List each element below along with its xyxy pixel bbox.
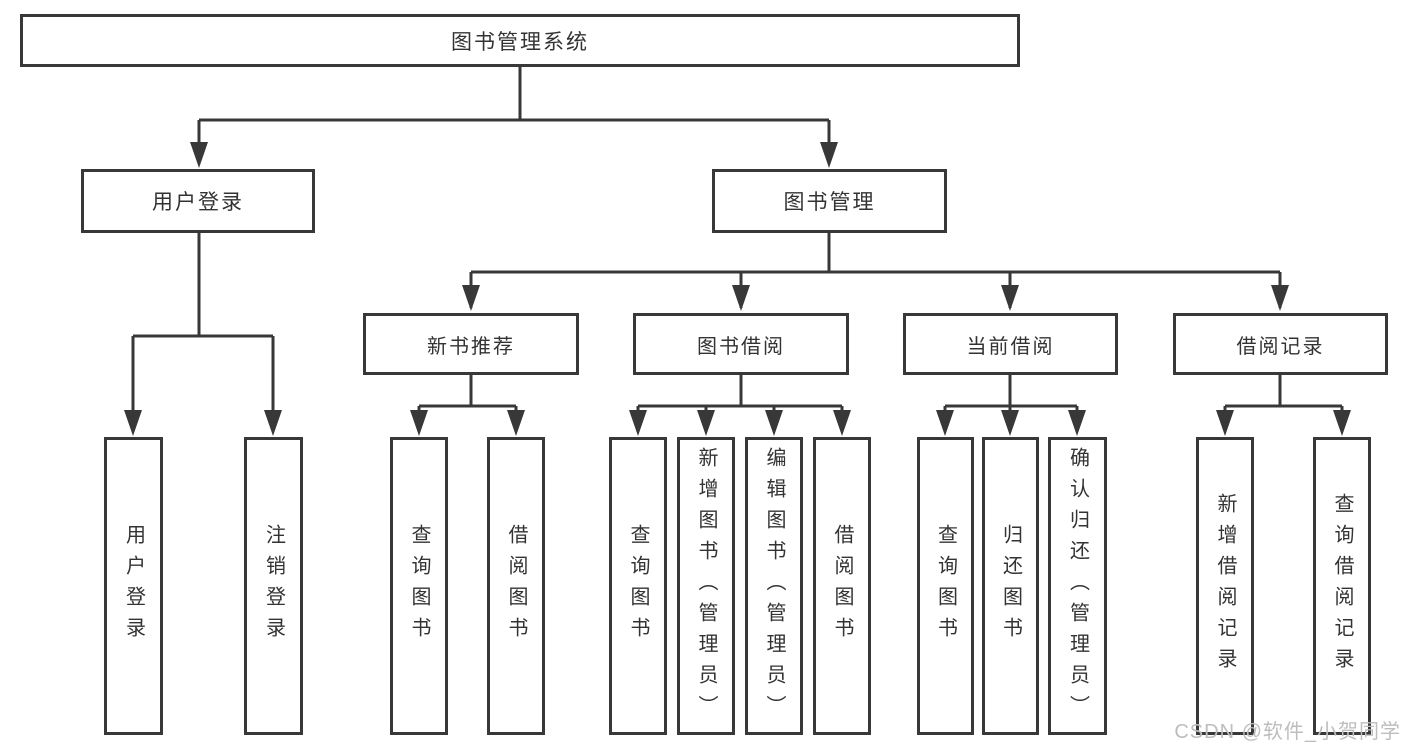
node-book-borrowing: 图书借阅: [633, 313, 849, 375]
node-library-management-system: 图书管理系统: [20, 14, 1020, 67]
node-label: 新书推荐: [427, 335, 515, 358]
node-user-login: 用户登录: [81, 169, 315, 233]
leaf-logout: 注销登录: [244, 437, 303, 735]
node-label: 图书管理系统: [451, 30, 589, 54]
node-label: 借阅记录: [1236, 335, 1325, 358]
leaf-label: 注销登录: [262, 524, 285, 648]
node-borrowing-records: 借阅记录: [1173, 313, 1388, 375]
arrowhead-icons: [124, 142, 1351, 436]
leaf-label: 查询图书: [627, 524, 649, 648]
leaf-add-books-admin: 新增图书（管理员）: [677, 437, 735, 735]
node-book-management: 图书管理: [712, 169, 947, 233]
watermark: CSDN @软件_小贺同学: [1174, 721, 1401, 743]
leaf-label: 新增借阅记录: [1214, 493, 1236, 679]
node-current-borrowing: 当前借阅: [903, 313, 1118, 375]
leaf-label: 编辑图书（管理员）: [763, 446, 785, 726]
leaf-label: 新增图书（管理员）: [695, 446, 717, 726]
leaf-label: 查询图书: [934, 524, 957, 648]
leaf-query-books-borrowing: 查询图书: [609, 437, 667, 735]
leaf-label: 确认归还（管理员）: [1066, 446, 1089, 726]
leaf-borrow-books-borrowing: 借阅图书: [813, 437, 871, 735]
leaf-label: 用户登录: [122, 524, 145, 648]
leaf-borrow-books-recommend: 借阅图书: [487, 437, 545, 735]
leaf-label: 借阅图书: [505, 524, 527, 648]
leaf-add-borrow-record: 新增借阅记录: [1196, 437, 1254, 735]
leaf-return-books: 归还图书: [982, 437, 1039, 735]
node-label: 图书借阅: [697, 335, 785, 358]
leaf-edit-books-admin: 编辑图书（管理员）: [745, 437, 803, 735]
leaf-query-borrow-record: 查询借阅记录: [1313, 437, 1371, 735]
node-label: 用户登录: [152, 191, 244, 214]
leaf-query-books-recommend: 查询图书: [390, 437, 448, 735]
leaf-label: 查询图书: [408, 524, 430, 648]
leaf-label: 查询借阅记录: [1331, 493, 1353, 679]
leaf-user-login: 用户登录: [104, 437, 163, 735]
leaf-query-books-current: 查询图书: [917, 437, 974, 735]
leaf-confirm-return-admin: 确认归还（管理员）: [1048, 437, 1107, 735]
node-label: 当前借阅: [966, 335, 1055, 358]
leaf-label: 归还图书: [999, 524, 1022, 648]
node-new-book-recommend: 新书推荐: [363, 313, 579, 375]
leaf-label: 借阅图书: [831, 524, 853, 648]
node-label: 图书管理: [783, 191, 876, 214]
